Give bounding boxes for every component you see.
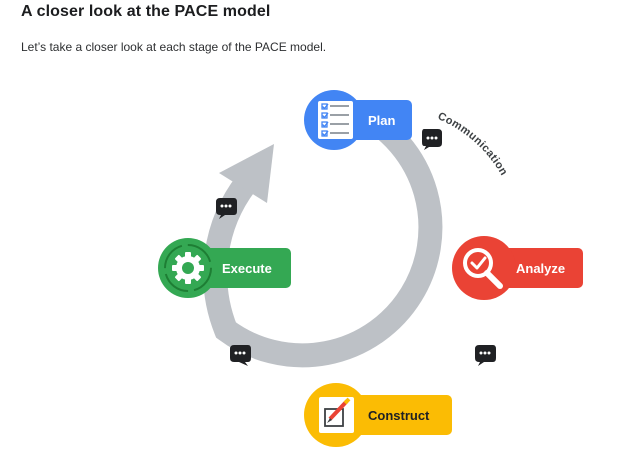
cycle-ring: [203, 102, 443, 368]
chat-bubble-icon: [475, 345, 496, 366]
cycle-arrow-head: [219, 144, 274, 203]
pencil-square-icon: [319, 397, 354, 433]
stage-analyze-circle: [452, 236, 516, 300]
stage-execute: Execute: [158, 238, 291, 298]
gear-icon: [164, 244, 212, 292]
chat-bubble-icon: [216, 198, 237, 219]
stage-construct-label: Construct: [368, 408, 430, 423]
chat-bubble-icon: [230, 345, 251, 366]
stage-plan: Plan: [304, 90, 412, 150]
magnifier-check-icon: [463, 248, 503, 289]
stage-analyze: Analyze: [452, 236, 583, 300]
ring-label-text: Communication: [436, 110, 509, 177]
stage-construct: Construct: [304, 383, 452, 447]
stage-plan-label: Plan: [368, 113, 396, 128]
chat-bubble-icon: [422, 129, 442, 150]
stage-analyze-label: Analyze: [516, 261, 565, 276]
page-intro: Let’s take a closer look at each stage o…: [21, 40, 327, 54]
checklist-icon: [318, 101, 353, 139]
page-title: A closer look at the PACE model: [21, 3, 271, 20]
ring-label: Communication: [436, 110, 510, 177]
stage-execute-label: Execute: [222, 261, 272, 276]
